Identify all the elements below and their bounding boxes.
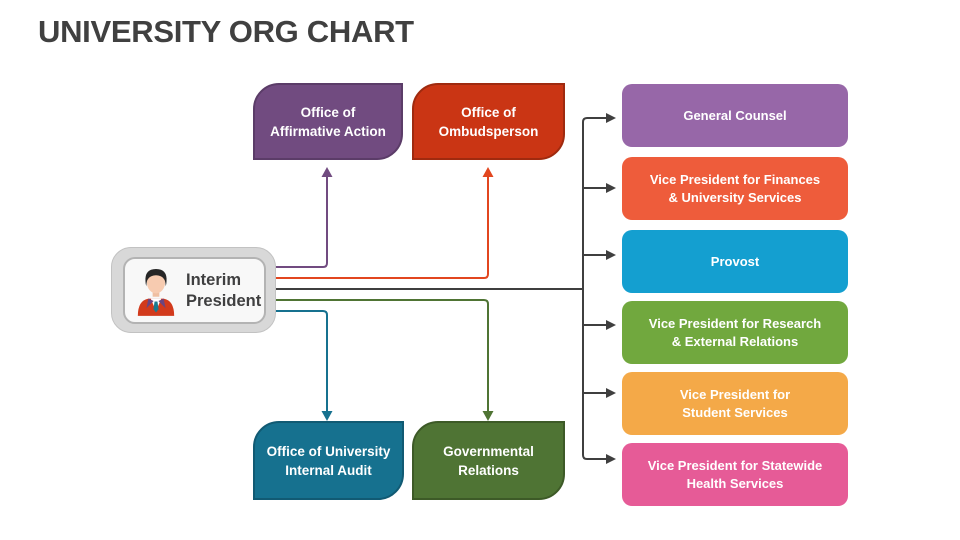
node-label: Vice President for Finances & University… bbox=[649, 171, 821, 205]
avatar-hair bbox=[145, 268, 167, 286]
node-vp-statewide-health: Vice President for Statewide Health Serv… bbox=[622, 443, 848, 506]
node-office-ombudsperson: Office of Ombudsperson bbox=[412, 83, 565, 160]
arrow-up-affirmative-action bbox=[321, 167, 333, 177]
avatar-tie bbox=[153, 301, 159, 313]
arrow-down-governmental-relations bbox=[482, 411, 494, 421]
arrow-right-vp-student bbox=[606, 388, 616, 398]
arrow-right-general-counsel bbox=[606, 113, 616, 123]
arrow-right-provost bbox=[606, 250, 616, 260]
person-icon bbox=[137, 268, 175, 316]
node-label: Governmental Relations bbox=[443, 443, 534, 478]
node-vp-finances: Vice President for Finances & University… bbox=[622, 157, 848, 220]
avatar-lapel-left bbox=[146, 298, 154, 308]
node-vp-research: Vice President for Research & External R… bbox=[622, 301, 848, 364]
edge-president-internal-audit bbox=[276, 310, 328, 411]
arrow-down-internal-audit bbox=[321, 411, 333, 421]
node-label: Office of Ombudsperson bbox=[438, 104, 539, 139]
node-label: Vice President for Research & External R… bbox=[648, 315, 822, 349]
trunk-lower bbox=[582, 289, 606, 460]
edge-president-governmental-relations bbox=[276, 299, 489, 411]
node-label: Office of University Internal Audit bbox=[266, 443, 391, 478]
avatar-face bbox=[146, 270, 166, 293]
node-label: Office of Affirmative Action bbox=[270, 104, 386, 139]
node-vp-student-services: Vice President for Student Services bbox=[622, 372, 848, 435]
page-title: UNIVERSITY ORG CHART bbox=[38, 14, 414, 49]
node-label: General Counsel bbox=[683, 107, 787, 123]
president-label: Interim President bbox=[186, 270, 262, 310]
node-interim-president: Interim President bbox=[111, 247, 276, 333]
arrow-right-vp-statewide bbox=[606, 454, 616, 464]
edge-president-affirmative-action bbox=[276, 177, 328, 268]
trunk-upper bbox=[582, 117, 606, 289]
arrow-right-vp-finances bbox=[606, 183, 616, 193]
node-label: Vice President for Statewide Health Serv… bbox=[647, 457, 823, 491]
president-card: Interim President bbox=[123, 257, 266, 324]
node-label: Provost bbox=[710, 253, 760, 269]
arrow-up-ombudsperson bbox=[482, 167, 494, 177]
node-office-affirmative-action: Office of Affirmative Action bbox=[253, 83, 403, 160]
node-general-counsel: General Counsel bbox=[622, 84, 848, 147]
avatar-lapel-right bbox=[158, 298, 166, 308]
node-office-internal-audit: Office of University Internal Audit bbox=[253, 421, 404, 500]
arrow-right-vp-research bbox=[606, 320, 616, 330]
node-provost: Provost bbox=[622, 230, 848, 293]
node-governmental-relations: Governmental Relations bbox=[412, 421, 565, 500]
node-label: Vice President for Student Services bbox=[679, 386, 791, 420]
edge-president-ombudsperson bbox=[276, 177, 489, 279]
